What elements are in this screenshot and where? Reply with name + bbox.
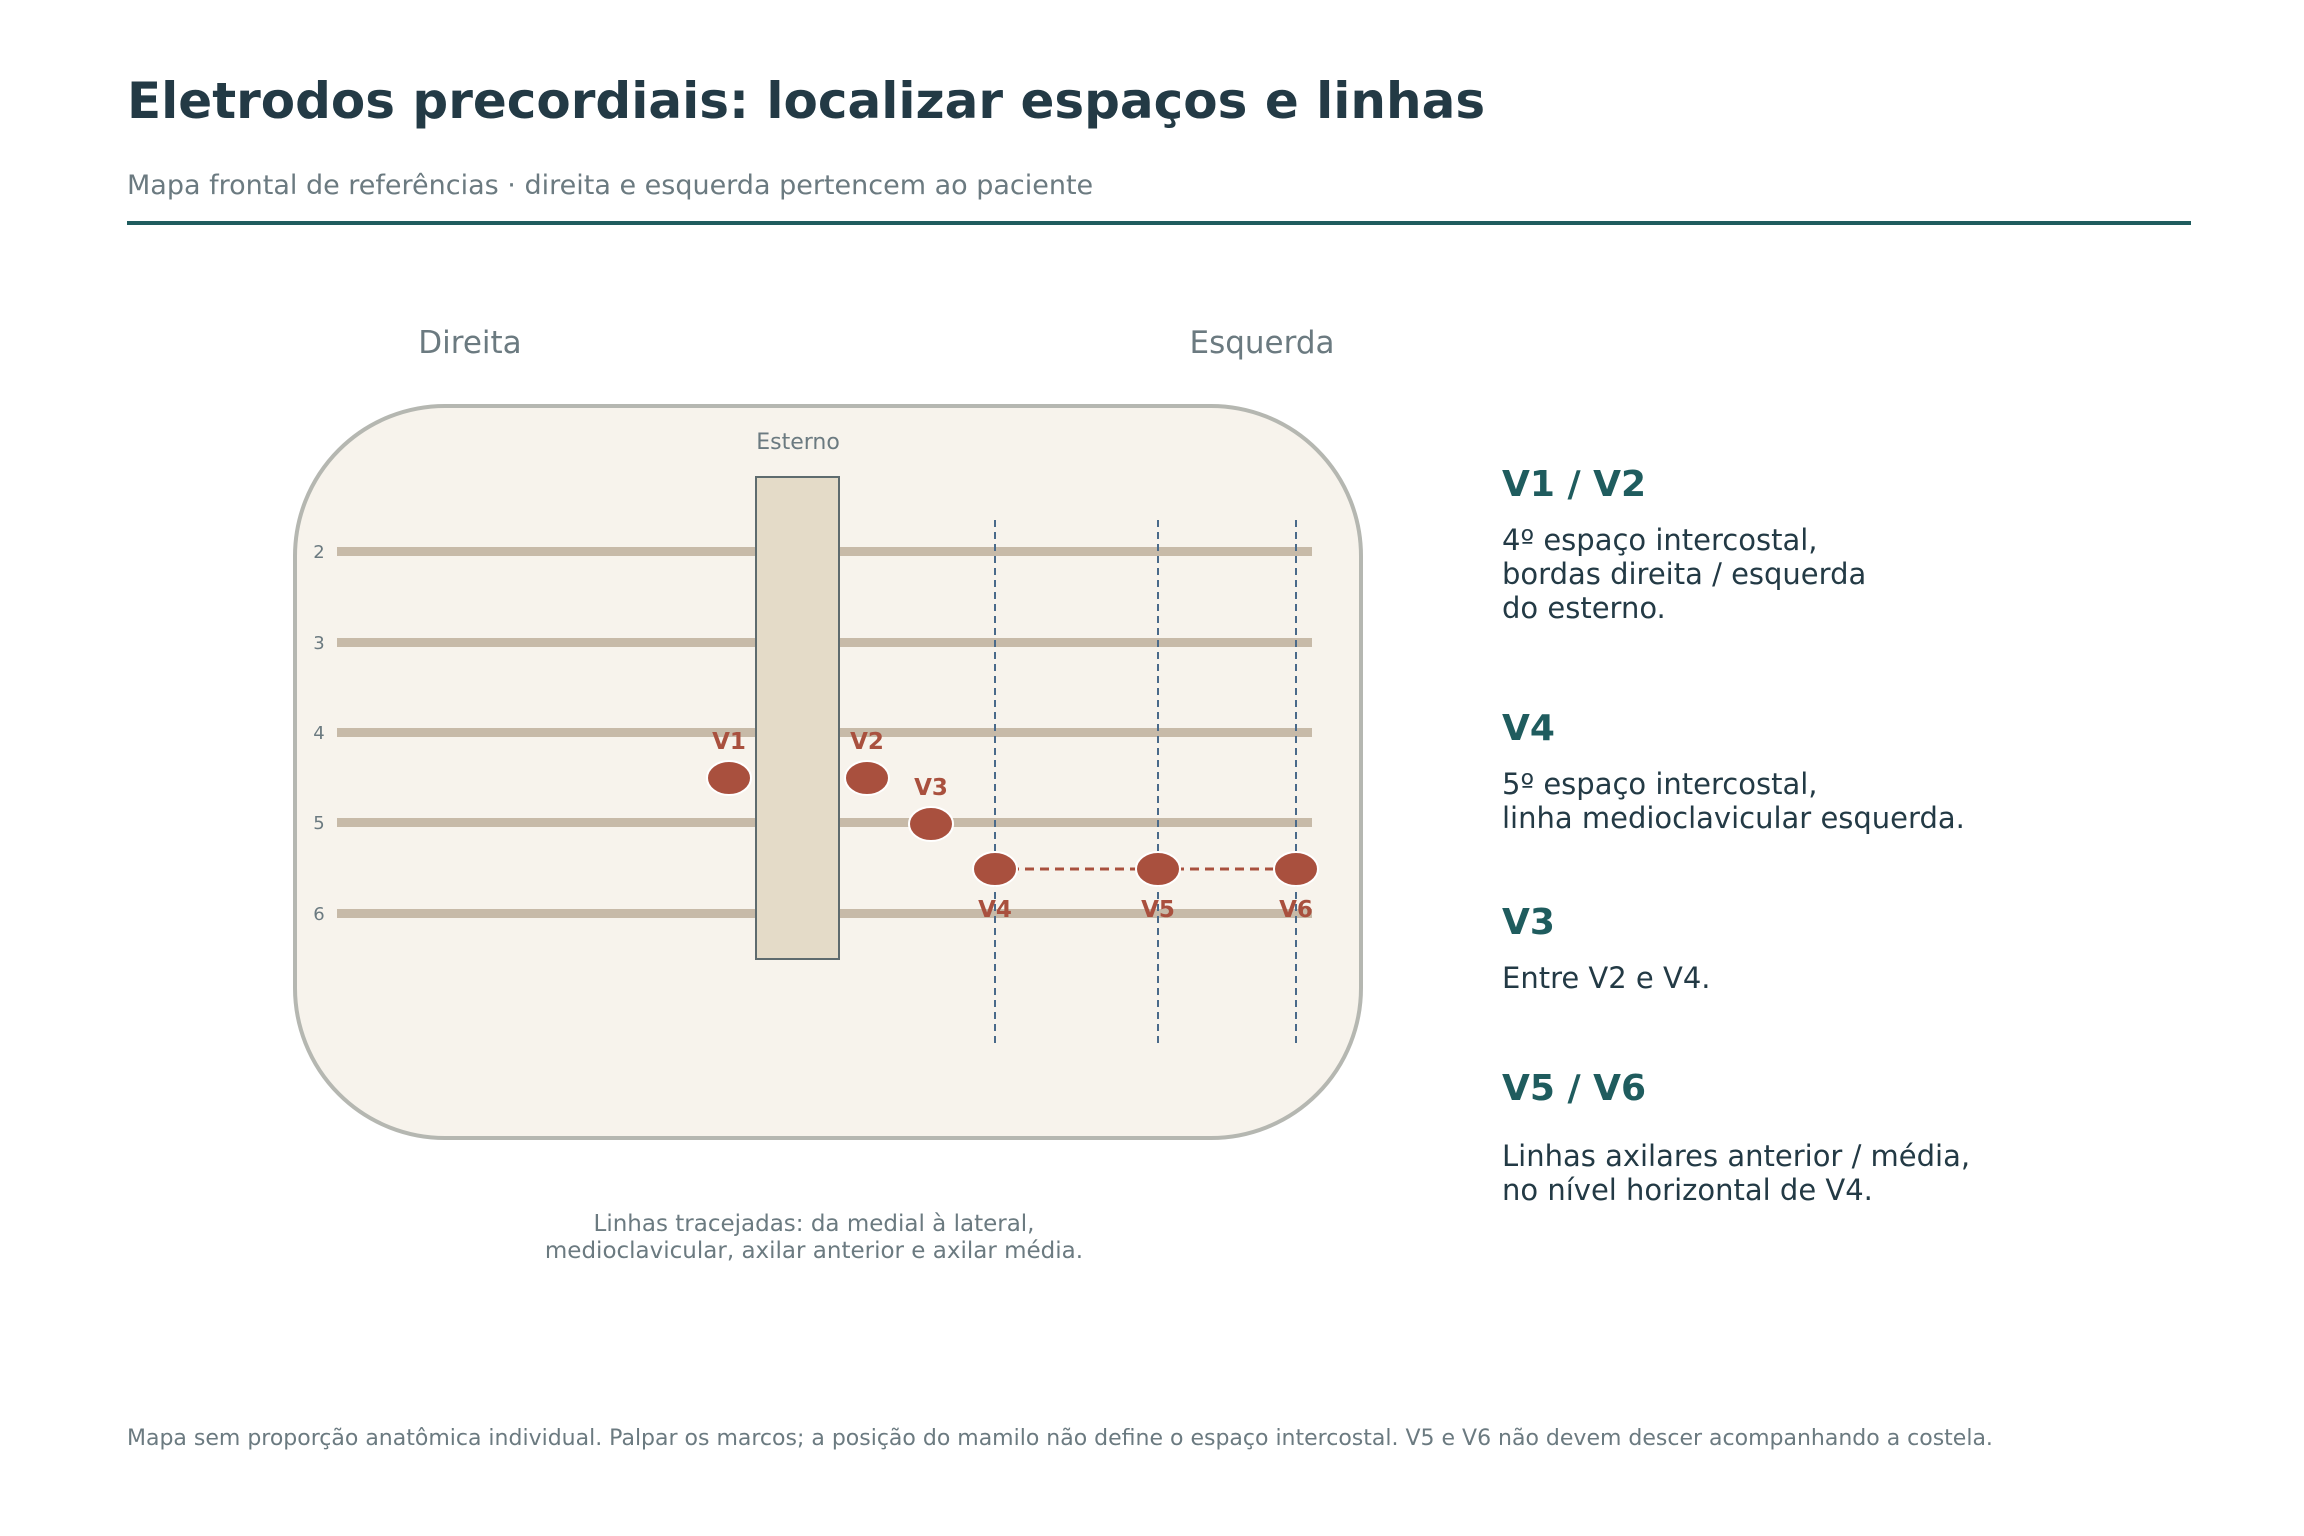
electrode-label-v2: V2 bbox=[850, 729, 884, 755]
electrode-label-v3: V3 bbox=[914, 775, 948, 801]
electrode-label-v5: V5 bbox=[1141, 897, 1175, 923]
legend-text: Entre V2 e V4. bbox=[1502, 961, 1711, 995]
legend-item-v5-v6: V5 / V6 Linhas axilares anterior / média… bbox=[1502, 1068, 1970, 1207]
side-label-left: Esquerda bbox=[1189, 325, 1334, 361]
electrode-v5 bbox=[1135, 851, 1181, 887]
legend-text: 4º espaço intercostal, bordas direita / … bbox=[1502, 523, 1867, 625]
legend-heading: V1 / V2 bbox=[1502, 464, 1647, 505]
header-divider bbox=[127, 221, 2191, 225]
side-label-right: Direita bbox=[418, 325, 521, 361]
sternum-label: Esterno bbox=[756, 430, 840, 455]
electrode-v3 bbox=[908, 806, 954, 842]
legend-heading: V3 bbox=[1502, 902, 1555, 943]
sternum bbox=[755, 476, 840, 960]
page-subtitle: Mapa frontal de referências · direita e … bbox=[127, 170, 1094, 201]
rib-number-5: 5 bbox=[313, 813, 324, 834]
legend-item-v3: V3 Entre V2 e V4. bbox=[1502, 902, 1711, 995]
legend-heading: V4 bbox=[1502, 708, 1555, 749]
electrode-v1 bbox=[706, 760, 752, 796]
reference-lines bbox=[994, 520, 1297, 1044]
electrode-label-v4: V4 bbox=[978, 897, 1012, 923]
electrode-v2 bbox=[844, 760, 890, 796]
rib-number-3: 3 bbox=[313, 633, 324, 654]
legend-text: Linhas axilares anterior / média, no nív… bbox=[1502, 1139, 1971, 1207]
legend-item-v4: V4 5º espaço intercostal, linha mediocla… bbox=[1502, 708, 1965, 835]
diagram-caption-line-1: Linhas tracejadas: da medial à lateral, bbox=[594, 1211, 1035, 1237]
footnote: Mapa sem proporção anatômica individual.… bbox=[127, 1426, 1993, 1451]
electrode-v6 bbox=[1273, 851, 1319, 887]
page-title: Eletrodos precordiais: localizar espaços… bbox=[127, 72, 1486, 130]
diagram-caption-line-2: medioclavicular, axilar anterior e axila… bbox=[545, 1238, 1083, 1264]
rib-number-6: 6 bbox=[313, 904, 324, 925]
rib-numbers: 2 3 4 5 6 bbox=[313, 542, 324, 925]
electrode-labels: V1 V2 V3 V4 V5 V6 bbox=[712, 729, 1313, 923]
legend-text: 5º espaço intercostal, linha medioclavic… bbox=[1502, 767, 1965, 835]
electrodes bbox=[706, 760, 1319, 887]
electrode-v4 bbox=[972, 851, 1018, 887]
electrode-label-v1: V1 bbox=[712, 729, 746, 755]
rib-number-2: 2 bbox=[313, 542, 324, 563]
legend-heading: V5 / V6 bbox=[1502, 1068, 1647, 1109]
legend-item-v1-v2: V1 / V2 4º espaço intercostal, bordas di… bbox=[1502, 464, 1866, 625]
electrode-label-v6: V6 bbox=[1279, 897, 1313, 923]
rib-number-4: 4 bbox=[313, 723, 324, 744]
